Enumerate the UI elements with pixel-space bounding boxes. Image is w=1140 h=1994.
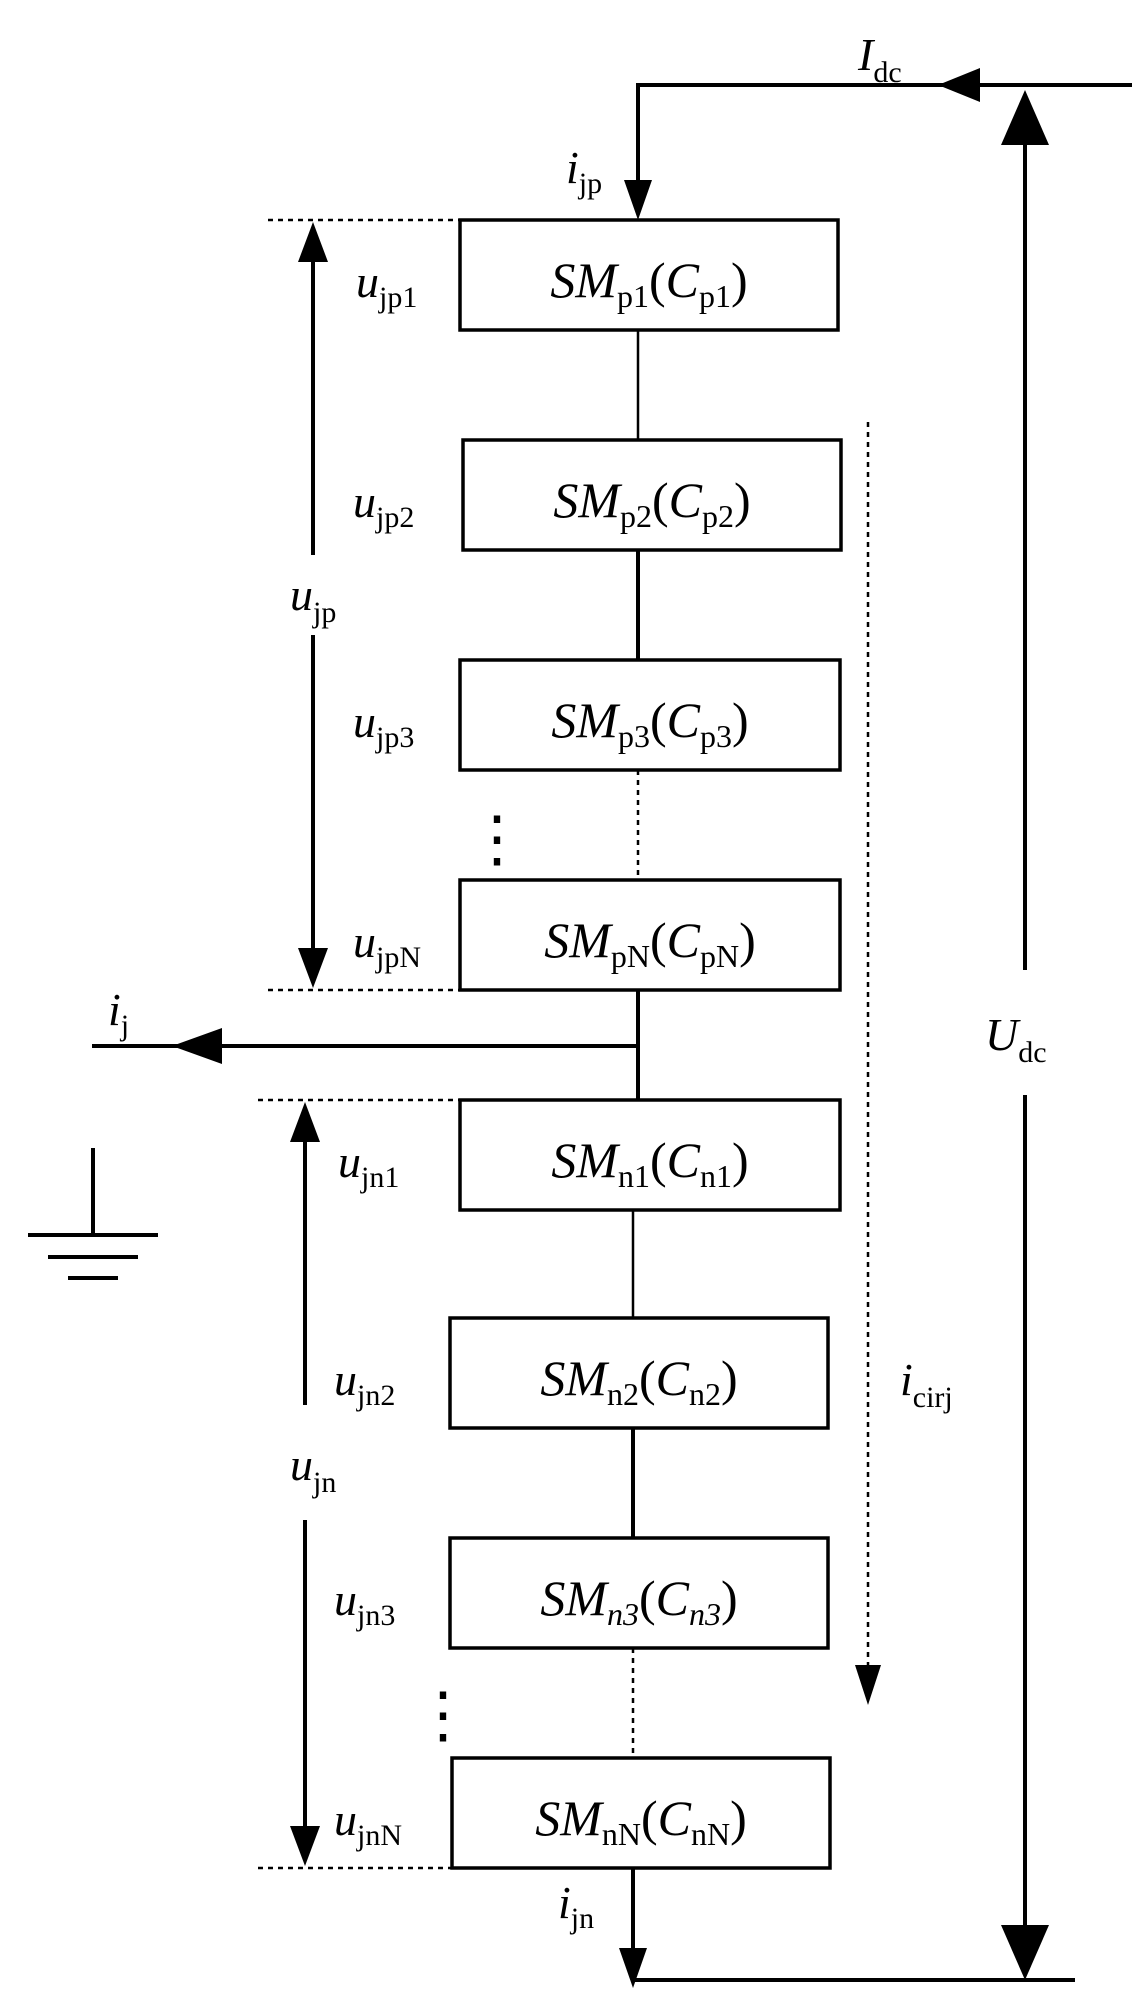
module-voltage-label: ujn3 xyxy=(334,1574,395,1632)
submodule-box-p3 xyxy=(458,658,842,772)
submodule-label: SMn3(Cn3) xyxy=(540,1570,737,1632)
submodule-box-pn xyxy=(458,878,842,992)
submodule-label: SMp1(Cp1) xyxy=(550,252,747,314)
module-voltage-label: ujn1 xyxy=(338,1136,399,1194)
top-dc-rail xyxy=(636,83,1132,210)
upper-arm-current-arrow xyxy=(624,180,652,220)
submodule-box-p2 xyxy=(461,438,843,552)
dc-voltage-label: Udc xyxy=(985,1009,1047,1069)
submodule-label: SMp3(Cp3) xyxy=(551,692,748,754)
lower-arm-current-label: ijn xyxy=(558,1877,594,1935)
module-voltage-label: ujn2 xyxy=(334,1354,395,1412)
lower-arm-current-arrow xyxy=(619,1948,647,1988)
ellipsis-lower: ⋮ xyxy=(412,1682,474,1750)
circulating-current-arrow xyxy=(855,1665,881,1705)
dc-voltage-arrow-up xyxy=(1001,90,1049,145)
submodule-box-p1 xyxy=(458,218,840,332)
ac-current-label: ij xyxy=(108,984,129,1042)
dc-voltage-arrow-down xyxy=(1001,1925,1049,1980)
dc-current-label: Idc xyxy=(857,29,902,89)
submodule-box-nn xyxy=(450,1756,832,1870)
submodule-label: SMnN(CnN) xyxy=(535,1790,747,1852)
ac-current-arrow xyxy=(172,1028,222,1064)
module-voltage-label: ujp3 xyxy=(353,696,414,754)
circulating-current-label: icirj xyxy=(900,1354,953,1414)
upper-arm-current-label: ijp xyxy=(566,142,602,200)
submodule-label: SMp2(Cp2) xyxy=(553,472,750,534)
lower-arm-voltage-label: ujn xyxy=(290,1439,336,1499)
dc-current-arrow xyxy=(938,68,980,102)
upper-arm-voltage-arrow-down xyxy=(298,948,328,988)
lower-arm-voltage-arrow-up xyxy=(290,1102,320,1142)
module-voltage-label: ujnN xyxy=(334,1794,402,1852)
module-voltage-label: ujpN xyxy=(353,916,421,974)
upper-arm-voltage-label: ujp xyxy=(290,569,336,629)
ground-icon xyxy=(28,1148,158,1280)
submodule-box-n1 xyxy=(458,1098,842,1212)
submodule-box-n3 xyxy=(448,1536,830,1650)
submodule-label: SMn1(Cn1) xyxy=(551,1132,748,1194)
bottom-dc-rail xyxy=(631,1868,1075,1982)
submodule-label: SMn2(Cn2) xyxy=(540,1350,737,1412)
lower-arm-voltage-arrow-down xyxy=(290,1826,320,1866)
submodule-box-n2 xyxy=(448,1316,830,1430)
submodule-label: SMpN(CpN) xyxy=(544,912,756,974)
upper-arm-voltage-arrow-up xyxy=(298,222,328,262)
module-voltage-label: ujp1 xyxy=(356,256,417,314)
module-voltage-label: ujp2 xyxy=(353,476,414,534)
ellipsis-upper: ⋮ xyxy=(466,806,528,874)
